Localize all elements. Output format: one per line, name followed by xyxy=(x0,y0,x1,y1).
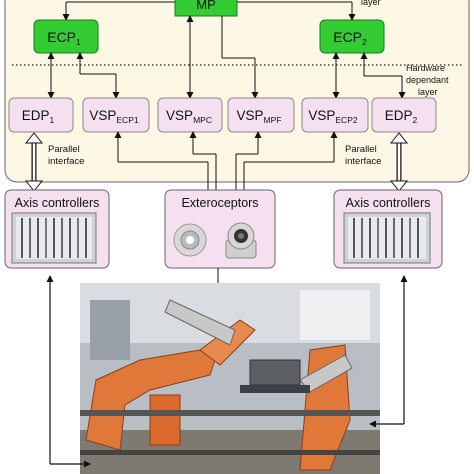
vsp-mpc-subscript: MPC xyxy=(193,115,212,125)
vsp-mpf-label: VSP xyxy=(237,108,264,123)
axis-controllers-left-label: Axis controllers xyxy=(15,196,100,210)
vsp-mpf-node: VSPMPF xyxy=(227,97,295,133)
edp1-node: EDP1 xyxy=(8,97,74,133)
vsp-ecp2-subscript: ECP2 xyxy=(335,115,357,125)
svg-text:VSPECP2: VSPECP2 xyxy=(308,108,357,125)
vsp-mpc-label: VSP xyxy=(166,108,193,123)
controller-rack-image-left xyxy=(11,212,97,264)
layer-label-line2: dependant xyxy=(406,75,449,85)
edp2-node: EDP2 xyxy=(371,97,437,133)
axis-controllers-left-box: Axis controllers xyxy=(4,189,110,269)
mp-label: MP xyxy=(196,0,216,12)
ecp2-node: ECP2 xyxy=(319,19,385,54)
exteroceptors-label: Exteroceptors xyxy=(181,196,258,210)
ecp2-subscript: 2 xyxy=(362,37,367,47)
svg-text:EDP2: EDP2 xyxy=(385,108,418,125)
parallel-interface-left-line1: Parallel xyxy=(48,144,80,155)
edp2-subscript: 2 xyxy=(413,115,418,125)
edp1-label: EDP xyxy=(22,108,50,123)
layer-fragment-label: layer xyxy=(361,0,381,7)
vsp-ecp1-node: VSPECP1 xyxy=(82,97,150,133)
edp2-label: EDP xyxy=(385,108,413,123)
exteroceptors-box: Exteroceptors xyxy=(164,189,276,269)
ecp1-subscript: 1 xyxy=(76,37,81,47)
svg-text:EDP1: EDP1 xyxy=(22,108,55,125)
svg-text:ECP2: ECP2 xyxy=(333,29,367,47)
svg-text:ECP1: ECP1 xyxy=(47,29,81,47)
edp1-subscript: 1 xyxy=(50,115,55,125)
axis-controllers-right-box: Axis controllers xyxy=(333,189,443,269)
camera-image xyxy=(225,222,257,259)
parallel-interface-left-arrow xyxy=(24,132,44,192)
axis-controllers-right-label: Axis controllers xyxy=(346,196,431,210)
robot-photo xyxy=(80,283,380,474)
ecp1-node: ECP1 xyxy=(33,19,99,54)
vsp-mpf-subscript: MPF xyxy=(264,115,282,125)
parallel-interface-right-arrow xyxy=(389,132,409,192)
svg-text:VSPECP1: VSPECP1 xyxy=(89,108,138,125)
vsp-ecp2-label: VSP xyxy=(308,108,335,123)
parallel-interface-right-line2: interface xyxy=(345,156,381,167)
force-sensor-image xyxy=(173,223,207,257)
vsp-mpc-node: VSPMPC xyxy=(157,97,223,133)
layer-label-line1: Hardware xyxy=(406,63,445,73)
vsp-ecp1-subscript: ECP1 xyxy=(116,115,138,125)
svg-text:VSPMPC: VSPMPC xyxy=(166,108,212,125)
ecp1-label: ECP xyxy=(47,29,76,45)
vsp-ecp1-label: VSP xyxy=(89,108,116,123)
layer-label-line3: layer xyxy=(418,87,438,97)
svg-text:VSPMPF: VSPMPF xyxy=(237,108,282,125)
vsp-ecp2-node: VSPECP2 xyxy=(301,97,369,133)
controller-rack-image-right xyxy=(343,212,431,264)
parallel-interface-left-line2: interface xyxy=(48,156,84,167)
ecp2-label: ECP xyxy=(333,29,362,45)
parallel-interface-right-line1: Parallel xyxy=(345,144,377,155)
